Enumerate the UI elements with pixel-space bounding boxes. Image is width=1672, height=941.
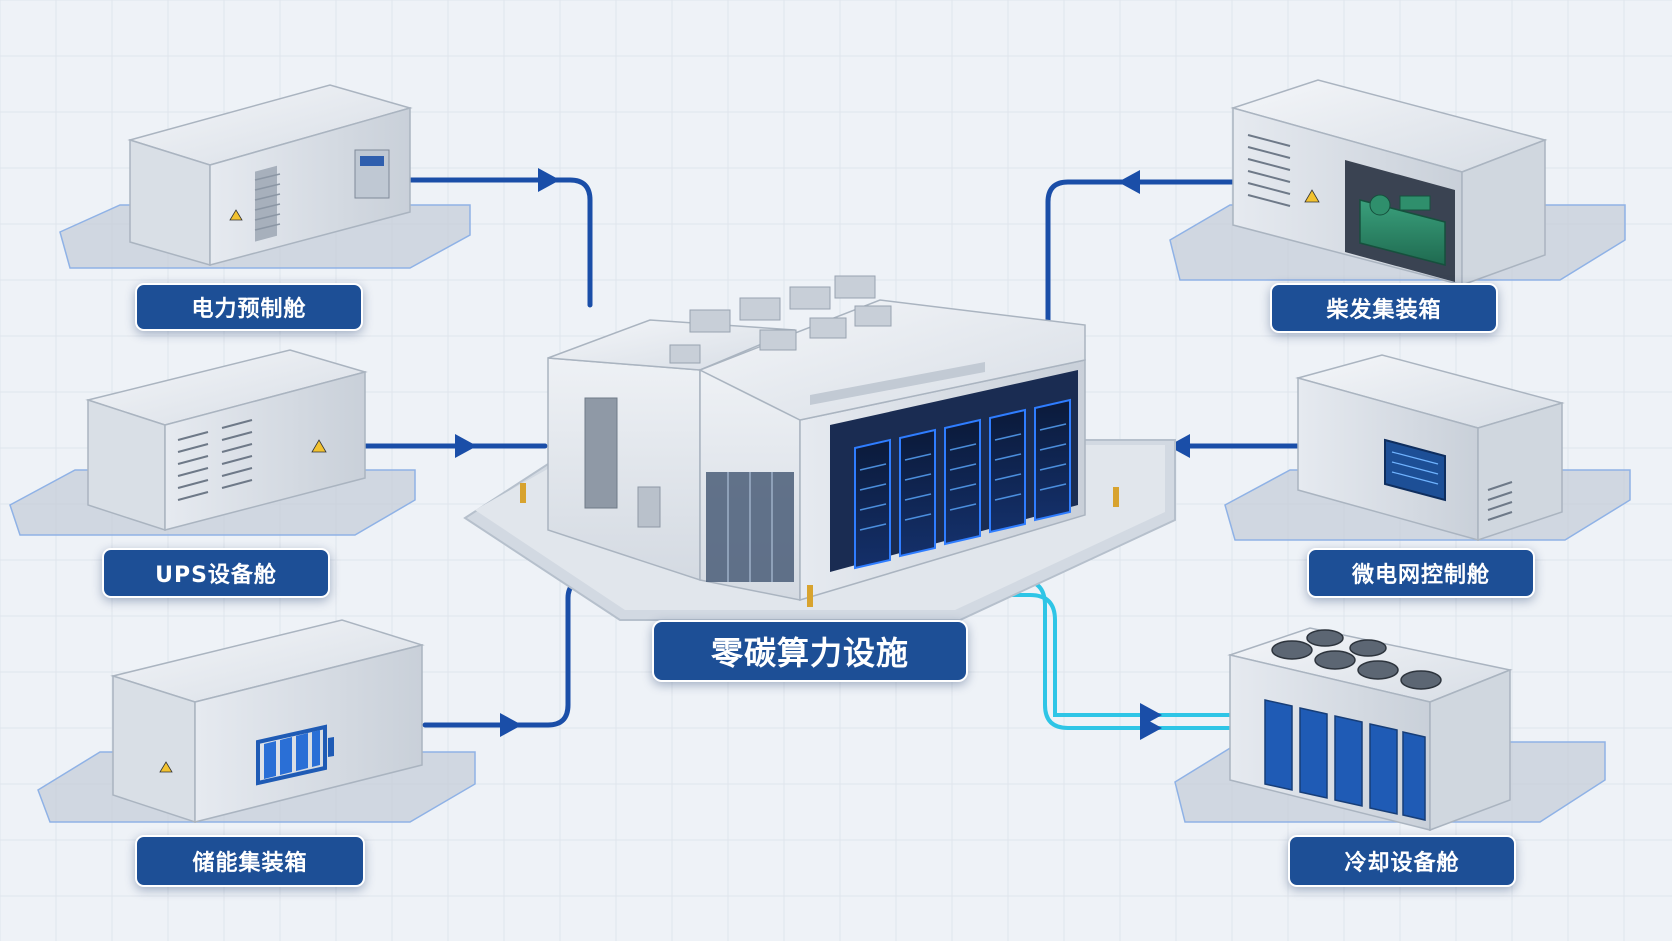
server-rack-window xyxy=(830,370,1078,572)
flow-line-diesel xyxy=(1045,179,1236,333)
container-diesel xyxy=(1169,79,1626,287)
container-cooling xyxy=(1174,627,1606,832)
monitor-screen xyxy=(1384,438,1446,502)
central-facility xyxy=(463,275,1176,621)
container-power-prefab xyxy=(59,84,471,269)
fan-icon xyxy=(1271,629,1442,690)
container-ups xyxy=(9,349,416,536)
cooling-line-outer xyxy=(963,578,1242,730)
warning-icon xyxy=(1304,189,1320,203)
label-storage: 储能集装箱 xyxy=(135,835,365,887)
arrow-icon xyxy=(1118,170,1140,194)
flow-line-power-prefab xyxy=(382,177,593,308)
arrow-icon xyxy=(538,168,560,192)
warning-icon xyxy=(159,761,173,773)
vent-grille xyxy=(254,173,281,231)
building-door xyxy=(584,397,618,509)
server-rack-icon xyxy=(854,398,1071,570)
generator-icon xyxy=(1359,194,1446,266)
connection-lines xyxy=(344,168,1301,740)
container-microgrid xyxy=(1224,354,1631,542)
container-storage xyxy=(37,619,476,824)
rooftop-equipment xyxy=(669,275,892,364)
arrow-icon xyxy=(455,434,477,458)
arrow-icon xyxy=(1140,716,1162,740)
roof-panel xyxy=(810,362,985,405)
vent-grille xyxy=(1247,134,1291,207)
warning-icon xyxy=(229,209,243,221)
glass-entrance xyxy=(706,472,794,582)
arrow-icon xyxy=(500,713,522,737)
label-power-prefab: 电力预制舱 xyxy=(135,283,363,331)
label-microgrid: 微电网控制舱 xyxy=(1307,548,1535,598)
bollards xyxy=(520,483,1119,607)
building-main-roof xyxy=(698,299,1086,421)
warning-icon xyxy=(311,439,327,453)
label-ups: UPS设备舱 xyxy=(102,548,330,598)
arrow-icon xyxy=(1168,434,1190,458)
vent-grille xyxy=(177,419,253,501)
label-center-facility: 零碳算力设施 xyxy=(652,620,968,682)
electrical-box xyxy=(637,486,661,528)
label-cooling: 冷却设备舱 xyxy=(1288,835,1516,887)
cooling-line-inner xyxy=(963,593,1242,717)
label-diesel: 柴发集装箱 xyxy=(1270,283,1498,333)
battery-icon xyxy=(256,724,334,786)
coil-panels xyxy=(1264,699,1426,821)
